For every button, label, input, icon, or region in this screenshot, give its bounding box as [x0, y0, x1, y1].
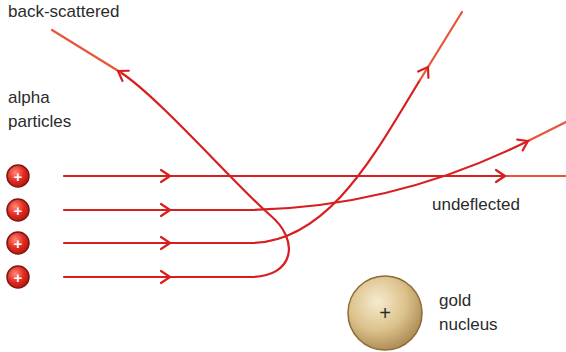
particle-body: + — [6, 231, 30, 255]
alpha-track-tail — [420, 12, 462, 80]
particle-body: + — [6, 164, 30, 188]
arrowhead — [161, 237, 170, 249]
annotation-label: alpha particles — [8, 86, 88, 134]
alpha-track — [64, 72, 289, 277]
particle-body: + — [6, 198, 30, 222]
charge-sign: + — [14, 236, 23, 251]
alpha-particle: + — [6, 265, 30, 289]
arrowhead — [496, 170, 505, 182]
charge-sign: + — [14, 270, 23, 285]
nucleus-body: + — [347, 275, 423, 351]
arrowhead — [161, 271, 170, 283]
particle-circle — [7, 266, 29, 288]
arrowhead — [517, 136, 530, 151]
charge-sign: + — [379, 303, 391, 323]
alpha-track-tail — [530, 122, 566, 140]
alpha-particle: + — [6, 231, 30, 255]
gold-nucleus: + gold nucleus — [347, 275, 521, 351]
part-label: gold nucleus — [439, 289, 521, 337]
alpha-particle: + — [6, 198, 30, 222]
arrowhead — [161, 170, 170, 182]
particle-body: + — [6, 265, 30, 289]
alpha-particle: + — [6, 164, 30, 188]
arrowhead — [418, 64, 433, 78]
alpha-track-tail — [505, 175, 566, 177]
annotation-label: back-scattered — [8, 0, 120, 24]
arrowhead — [161, 204, 170, 216]
particle-circle — [7, 232, 29, 254]
nucleus-circle — [348, 276, 422, 350]
charge-sign: + — [14, 169, 23, 184]
particle-circle — [7, 165, 29, 187]
annotation-label: undeflected — [432, 193, 520, 217]
alpha-track — [64, 80, 420, 243]
alpha-track-tail — [52, 30, 120, 72]
arrowhead — [115, 66, 129, 81]
particle-circle — [7, 199, 29, 221]
charge-sign: + — [14, 203, 23, 218]
